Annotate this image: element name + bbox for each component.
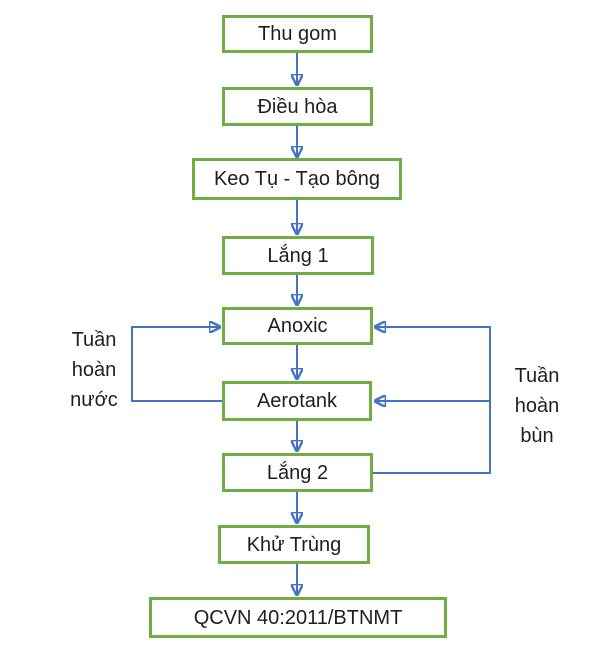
node-qcvn: QCVN 40:2011/BTNMT xyxy=(149,597,447,638)
node-dieu-hoa: Điều hòa xyxy=(222,87,373,126)
node-label: Lắng 1 xyxy=(267,244,329,267)
node-keo-tu-tao-bong: Keo Tụ - Tạo bông xyxy=(192,158,402,200)
node-label: QCVN 40:2011/BTNMT xyxy=(193,606,403,629)
node-aerotank: Aerotank xyxy=(222,381,372,421)
edge-water-recirculation xyxy=(131,327,222,402)
node-label: Anoxic xyxy=(267,315,328,337)
node-label: Điều hòa xyxy=(257,95,338,118)
node-label: Aerotank xyxy=(256,390,338,412)
node-anoxic: Anoxic xyxy=(222,307,373,345)
node-thu-gom: Thu gom xyxy=(222,15,373,53)
node-label: Keo Tụ - Tạo bông xyxy=(213,168,381,190)
label-tuan-hoan-bun: Tuần hoàn bùn xyxy=(514,365,560,447)
node-khu-trung: Khử Trùng xyxy=(218,525,370,564)
node-lang-1: Lắng 1 xyxy=(222,236,374,275)
node-label: Khử Trùng xyxy=(246,533,342,556)
label-tuan-hoan-nuoc: Tuần hoàn nước xyxy=(70,329,118,411)
node-label: Thu gom xyxy=(258,23,337,45)
node-lang-2: Lắng 2 xyxy=(222,453,373,492)
node-label: Lắng 2 xyxy=(266,461,329,484)
